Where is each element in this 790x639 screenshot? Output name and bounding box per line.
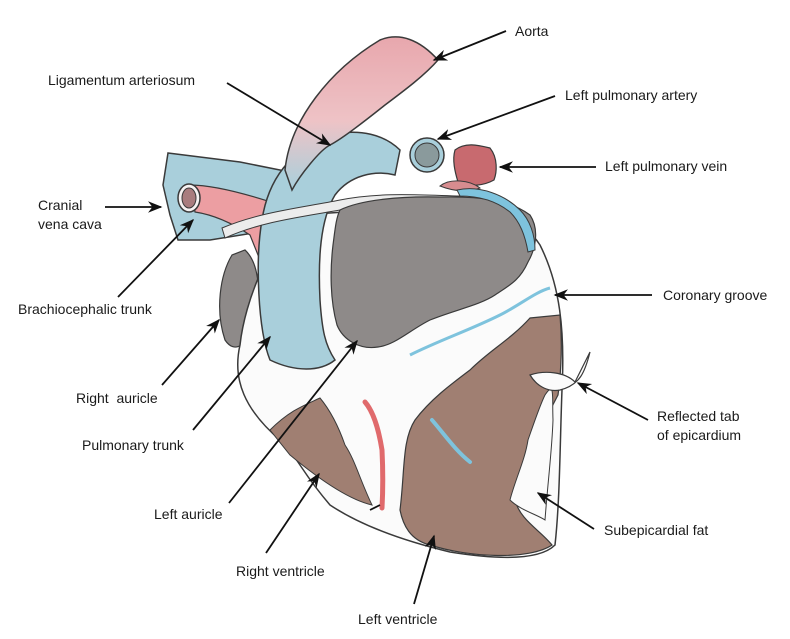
label-reflected-tab-line2: of epicardium: [657, 427, 742, 443]
left-auricle-shape: [330, 196, 537, 349]
arrow-subepicardial-fat: [536, 492, 595, 530]
label-ligamentum-arteriosum: Ligamentum arteriosum: [48, 72, 196, 88]
label-right-auricle: Right auricle: [76, 390, 158, 406]
label-right-ventricle: Right ventricle: [236, 563, 325, 579]
arrow-pulmonary-trunk: [192, 335, 271, 431]
left-pulmonary-vein-shape: [453, 144, 497, 186]
arrow-right-auricle: [161, 318, 220, 386]
arrow-reflected-tab: [576, 382, 649, 421]
label-aorta: Aorta: [515, 23, 549, 39]
arrow-ligamentum-arteriosum: [226, 82, 332, 146]
label-pulmonary-trunk: Pulmonary trunk: [82, 437, 184, 453]
label-cranial-vena-cava-line2: vena cava: [38, 216, 102, 232]
label-left-pulmonary-vein: Left pulmonary vein: [605, 158, 728, 174]
paraconal-artery: [362, 399, 386, 511]
label-coronary-groove: Coronary groove: [663, 287, 768, 303]
arrow-right-ventricle: [265, 472, 320, 554]
label-brachiocephalic-trunk: Brachiocephalic trunk: [18, 301, 152, 317]
label-left-ventricle: Left ventricle: [358, 611, 438, 627]
subepicardial-fat-shape: [509, 388, 554, 521]
label-subepicardial-fat: Subepicardial fat: [604, 522, 709, 538]
label-reflected-tab-line1: Reflected tab: [657, 408, 740, 424]
arrow-left-auricle: [228, 339, 358, 504]
reflected-tab-shape: [529, 351, 591, 392]
right-ventricle-muscle: [269, 397, 373, 506]
arrow-left-pulmonary-artery: [436, 95, 556, 140]
arrow-brachiocephalic-trunk: [117, 218, 195, 298]
arrow-left-ventricle: [413, 534, 436, 605]
coronary-groove-vessel: [409, 286, 551, 357]
label-cranial-vena-cava-line1: Cranial: [38, 197, 83, 213]
arrow-paraconal: [369, 504, 381, 511]
left-azygos-vessel: [456, 188, 536, 253]
left-ventricle-vein: [430, 418, 472, 464]
arrow-aorta: [432, 30, 507, 61]
label-left-pulmonary-artery: Left pulmonary artery: [565, 87, 698, 103]
label-left-auricle: Left auricle: [154, 506, 223, 522]
